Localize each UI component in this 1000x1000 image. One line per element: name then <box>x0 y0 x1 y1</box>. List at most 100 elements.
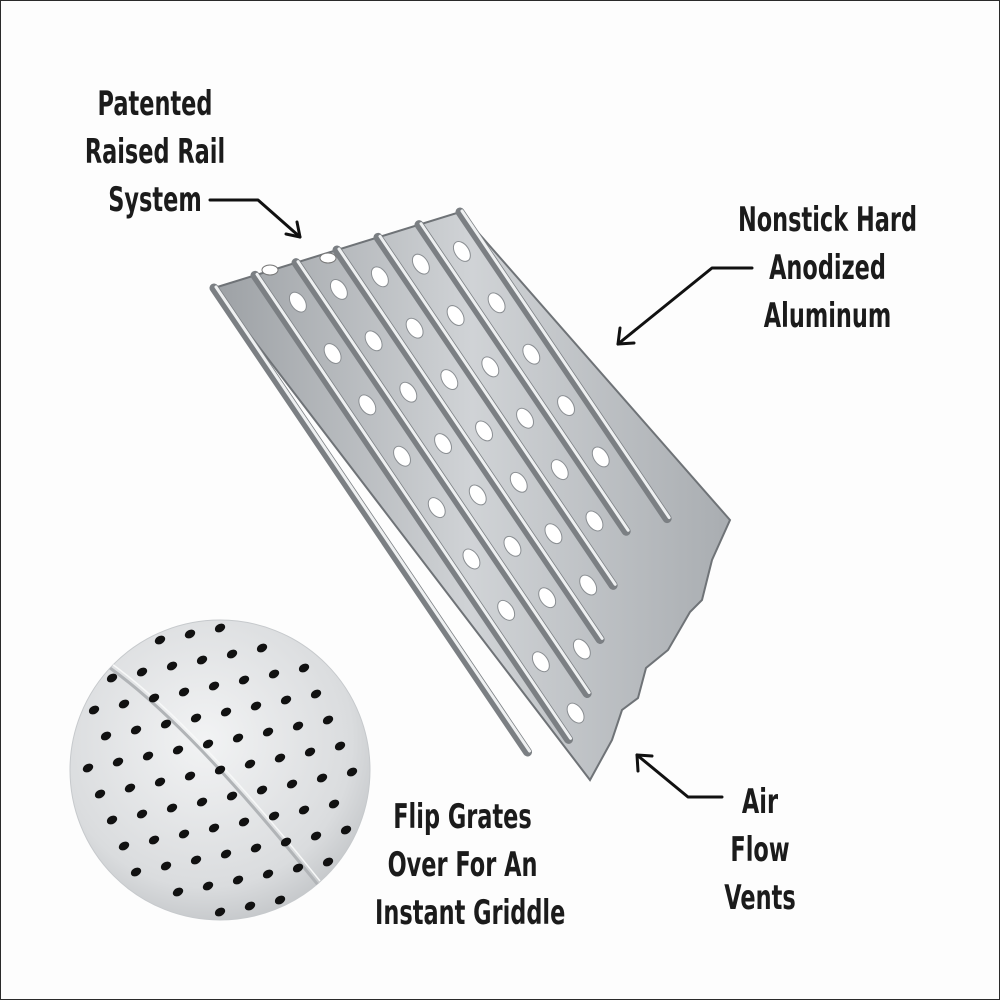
griddle-hole <box>202 881 214 891</box>
griddle-hole <box>226 791 238 801</box>
air-flow-vent <box>411 253 430 275</box>
callout-line: Vents <box>724 878 796 918</box>
air-flow-vent <box>475 420 493 442</box>
griddle-hole <box>232 875 244 885</box>
air-flow-vent <box>452 241 471 262</box>
griddle-hole <box>136 667 148 677</box>
callout-line: Raised Rail <box>84 132 226 172</box>
griddle-hole <box>172 745 184 755</box>
callout-line: Anodized <box>769 248 886 288</box>
griddle-hole <box>172 887 184 897</box>
air-flow-vent <box>358 394 377 416</box>
griddle-hole <box>280 837 292 847</box>
air-flow-vent <box>572 638 591 660</box>
air-flow-vent <box>323 343 342 364</box>
griddle-hole <box>148 693 160 703</box>
rail-highlight <box>419 222 630 532</box>
griddle-hole <box>238 675 250 685</box>
air-flow-vent <box>522 343 541 365</box>
callout-flip-griddle: Flip Grates Over For An Instant Griddle <box>375 793 566 937</box>
air-flow-vent <box>538 587 557 609</box>
air-flow-vent <box>370 266 389 288</box>
griddle-side-zoom <box>69 619 371 921</box>
griddle-hole <box>112 757 124 767</box>
griddle-hole <box>208 681 220 691</box>
griddle-hole <box>256 785 268 795</box>
griddle-hole <box>82 763 94 773</box>
raised-rail <box>250 270 574 744</box>
callout-raised-rail: Patented Raised Rail System <box>66 80 244 224</box>
griddle-hole <box>232 733 244 743</box>
rail-highlight <box>337 247 604 640</box>
griddle-hole <box>346 767 358 777</box>
rail-highlight <box>255 272 573 740</box>
griddle-hole <box>154 777 166 787</box>
raised-rail <box>332 245 605 644</box>
air-flow-vent <box>399 381 418 403</box>
grate-vents <box>288 241 610 724</box>
air-flow-vent <box>503 535 522 557</box>
callout-aluminum: Nonstick Hard Anodized Aluminum <box>737 196 919 340</box>
griddle-hole <box>334 741 346 751</box>
griddle-hole <box>178 829 190 839</box>
griddle-hole <box>130 725 142 735</box>
griddle-hole <box>214 623 226 633</box>
air-flow-vent <box>585 510 604 532</box>
air-flow-vent <box>446 305 465 326</box>
callout-line: Flip Grates <box>393 797 532 837</box>
grill-grate <box>209 207 732 782</box>
griddle-hole <box>220 707 232 717</box>
griddle-hole <box>220 849 232 859</box>
griddle-hole <box>106 673 118 683</box>
griddle-hole <box>286 779 298 789</box>
air-flow-vent <box>550 459 569 481</box>
griddle-hole <box>340 825 352 835</box>
griddle-hole <box>124 783 136 793</box>
griddle-hole <box>268 669 280 679</box>
griddle-hole <box>214 907 226 917</box>
griddle-hole <box>94 789 106 799</box>
arrow-aluminum <box>616 266 754 346</box>
griddle-hole <box>322 857 334 867</box>
griddle-hole <box>322 715 334 725</box>
air-flow-vent <box>462 548 481 570</box>
air-flow-vent <box>288 291 307 313</box>
griddle-hole <box>244 759 256 769</box>
air-flow-vent <box>487 292 506 314</box>
griddle-hole <box>250 701 262 711</box>
air-flow-vent <box>516 407 534 429</box>
griddle-hole <box>256 643 268 653</box>
callout-line: Patented <box>97 84 213 124</box>
griddle-hole <box>226 649 238 659</box>
air-flow-vent <box>591 446 610 468</box>
air-flow-vent <box>509 471 528 493</box>
griddle-hole <box>238 817 250 827</box>
griddle-hole <box>130 867 142 877</box>
griddle-hole <box>262 727 274 737</box>
griddle-hole <box>250 843 262 853</box>
arrow-raised-rail <box>208 198 302 239</box>
griddle-hole <box>166 661 178 671</box>
griddle-hole <box>292 863 304 873</box>
callout-line: System <box>108 180 202 220</box>
rail-notches <box>261 252 337 276</box>
air-flow-vent <box>440 369 459 390</box>
griddle-hole <box>292 721 304 731</box>
griddle-hole <box>190 713 202 723</box>
griddle-hole <box>118 841 130 851</box>
air-flow-vent <box>405 317 424 339</box>
griddle-hole <box>118 699 130 709</box>
rail-highlight <box>296 260 591 695</box>
callout-line: Instant Griddle <box>375 893 566 933</box>
griddle-hole <box>202 739 214 749</box>
rail-highlight <box>214 285 532 753</box>
raised-rail <box>291 258 592 699</box>
callout-line: Air <box>741 782 779 822</box>
air-flow-vent <box>531 651 550 673</box>
air-flow-vent <box>579 574 598 596</box>
griddle-hole <box>184 771 196 781</box>
griddle-holes <box>82 623 358 917</box>
air-flow-vent <box>434 433 452 455</box>
raised-rail <box>373 232 618 590</box>
